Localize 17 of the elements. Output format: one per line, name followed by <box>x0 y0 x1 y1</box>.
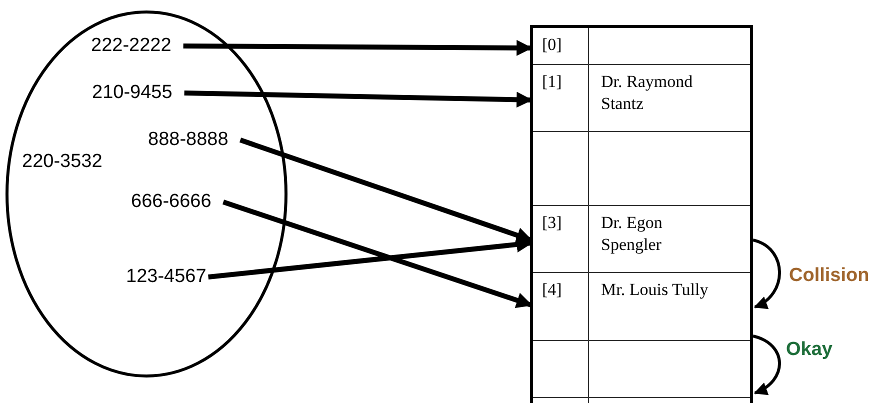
phone-number: 666-6666 <box>131 191 212 213</box>
phone-number: 220-3532 <box>22 151 102 173</box>
curved-arrow <box>752 238 781 308</box>
index-label: [3] <box>542 212 562 234</box>
phone-number: 888-8888 <box>148 129 228 151</box>
hash-table <box>530 25 753 403</box>
entry-name: Dr. Egon Spengler <box>601 212 664 256</box>
phone-number: 210-9455 <box>92 82 172 104</box>
index-label: [1] <box>542 71 562 93</box>
phone-number: 123-4567 <box>126 266 206 288</box>
phone-number: 222-2222 <box>91 35 172 57</box>
entry-name: Dr. Raymond Stantz <box>601 71 694 115</box>
index-label: [4] <box>542 279 562 301</box>
curved-arrow <box>752 334 781 394</box>
entry-name: Mr. Louis Tully <box>601 279 710 301</box>
index-label: [0] <box>542 34 562 56</box>
edge-label: Okay <box>786 339 832 361</box>
